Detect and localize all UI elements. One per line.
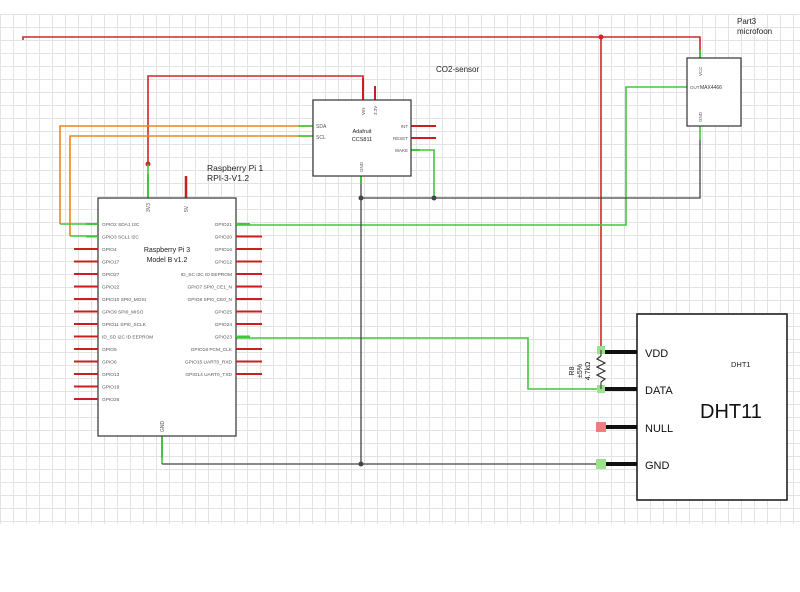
ccs-scl-label: SCL <box>316 135 326 141</box>
rpi-title: Raspberry Pi 1 <box>207 163 263 173</box>
ccs-int-label: INT <box>401 124 409 129</box>
mic-chip-label: MAX4466 <box>700 85 722 91</box>
resistor-component[interactable]: R8 ±5% 4.7kΩ <box>569 346 607 393</box>
rpi-right-pin-label: GPIO7 SPI0_CE1_N <box>187 284 232 290</box>
rpi-5v-label: 5V <box>184 205 190 212</box>
wire-top-power-bus <box>22 36 701 72</box>
rpi-left-pin-label: GPIO6 <box>102 359 117 365</box>
rpi-body <box>97 197 237 437</box>
wire-gnd-horizontal <box>361 140 701 199</box>
mic-body <box>686 57 742 127</box>
rpi-left-pin-label: GPIO17 <box>102 259 120 265</box>
dht-null-label: NULL <box>645 423 673 435</box>
rpi-left-pin-label: GPIO22 <box>102 284 120 290</box>
co2-sensor-title: CO2-sensor <box>436 65 479 74</box>
ccs-reset-label: RESET <box>393 136 408 141</box>
rpi-right-pin-label: GPIO24 <box>215 322 233 328</box>
ground-wires <box>162 140 701 465</box>
resistor-name: R8 <box>569 366 576 375</box>
rpi-left-pin-label: GPIO3 SCL1 I2C <box>102 234 139 240</box>
rpi-right-pin-label: ID_SC I2C ID EEPROM <box>181 272 232 278</box>
ccs-3v-label: 3.3V <box>373 106 378 115</box>
dht-body <box>636 313 788 501</box>
schematic-grid <box>0 14 800 524</box>
ccs-vin-label: VIN <box>361 107 366 115</box>
ccs-name-line2: CCS811 <box>352 137 372 143</box>
rpi-left-pin-label: GPIO5 <box>102 347 117 353</box>
rpi-left-pin-label: GPIO19 <box>102 384 120 390</box>
ccs-wake-label: WAKE <box>395 148 408 153</box>
rpi-body-title: Raspberry Pi 3 <box>144 247 190 254</box>
rpi-right-pin-label: GPIO15 UART0_RXD <box>185 359 233 365</box>
raspberry-pi-component[interactable]: Raspberry Pi 1 RPI-3-V1.2 3V3 5V GND Ras… <box>74 163 263 458</box>
dht-null-pad <box>596 422 606 432</box>
rpi-right-pin-label: GPIO21 <box>215 222 233 228</box>
resistor-value: 4.7kΩ <box>585 362 592 380</box>
rpi-right-pin-label: GPIO8 SPI0_CE0_N <box>187 297 232 303</box>
dht-name: DHT11 <box>700 401 762 423</box>
rpi-subtitle: RPI-3-V1.2 <box>207 173 249 183</box>
rpi-left-pin-label: GPIO11 SPI0_SCLK <box>102 322 147 328</box>
wire-scl <box>59 125 313 224</box>
part3-subtitle: microfoon <box>737 27 772 36</box>
wire-data-line <box>236 337 600 390</box>
ground-junction <box>358 195 364 201</box>
dht-data-label: DATA <box>645 385 673 397</box>
wire-sda <box>69 135 313 236</box>
ground-junction <box>358 461 364 467</box>
rpi-right-pin-label: GPIO23 <box>215 334 233 340</box>
rpi-body-subtitle: Model B v1.2 <box>147 257 188 264</box>
rpi-left-pin-label: ID_SD I2C ID EEPROM <box>102 334 153 340</box>
resistor-zigzag <box>595 355 607 383</box>
rpi-left-pin-label: GPIO13 <box>102 372 120 378</box>
rpi-right-pin-label: GPIO12 <box>215 259 233 265</box>
ccs-body <box>312 99 412 177</box>
dht-gnd-label: GND <box>645 460 670 472</box>
microphone-component[interactable]: Part3 microfoon VCC OUT GND MAX4466 <box>686 17 772 127</box>
rpi-left-pin-column: GPIO2 SDA1 I2C GPIO3 SCL1 I2C GPIO4GPIO17G… <box>74 222 153 403</box>
rpi-right-pin-label: GPIO18 PCM_CLK <box>191 347 233 353</box>
dht-title: DHT1 <box>731 360 751 369</box>
rpi-right-pin-label: GPIO16 <box>215 247 233 253</box>
ccs-gnd-label: GND <box>359 161 364 172</box>
rpi-right-pin-label: GPIO20 <box>215 234 233 240</box>
rpi-left-pin-label: GPIO10 SPI0_MOSI <box>102 297 146 303</box>
dht-vdd-label: VDD <box>645 348 668 360</box>
orange-i2c-wires <box>59 125 313 236</box>
wire-ccs-wake <box>411 149 435 198</box>
mic-out-label: OUT <box>690 85 700 90</box>
rpi-right-pin-label: GPIO14 UART0_TXD <box>185 372 232 378</box>
rpi-left-pin-label: GPIO26 <box>102 397 120 403</box>
red-junction <box>598 34 604 40</box>
ccs-sda-label: SDA <box>316 124 327 130</box>
dht-gnd-pad <box>596 459 606 469</box>
rpi-left-pin-label: GPIO2 SDA1 I2C <box>102 222 140 228</box>
rpi-left-pin-label: GPIO9 SPI0_MISO <box>102 309 144 315</box>
rpi-gnd-label: GND <box>160 421 166 433</box>
part3-title: Part3 <box>737 17 757 26</box>
rpi-left-pin-label: GPIO27 <box>102 272 120 278</box>
ccs811-component[interactable]: CO2-sensor SDA SCL VIN 3.3V GND INT RESE… <box>312 65 479 184</box>
rpi-left-pin-label: GPIO4 <box>102 247 117 253</box>
mic-vcc-label: VCC <box>698 66 703 76</box>
rpi-3v3-label: 3V3 <box>146 203 152 212</box>
rpi-right-pin-label: GPIO25 <box>215 309 233 315</box>
ground-junction <box>431 195 437 201</box>
mic-gnd-label: GND <box>698 111 703 122</box>
ccs-name-line1: Adafruit <box>353 129 372 135</box>
resistor-tolerance: ±5% <box>577 364 584 378</box>
dht11-component[interactable]: DHT1 DHT11 VDD DATA NULL GND <box>596 313 788 501</box>
wire-mic-out <box>236 86 687 226</box>
